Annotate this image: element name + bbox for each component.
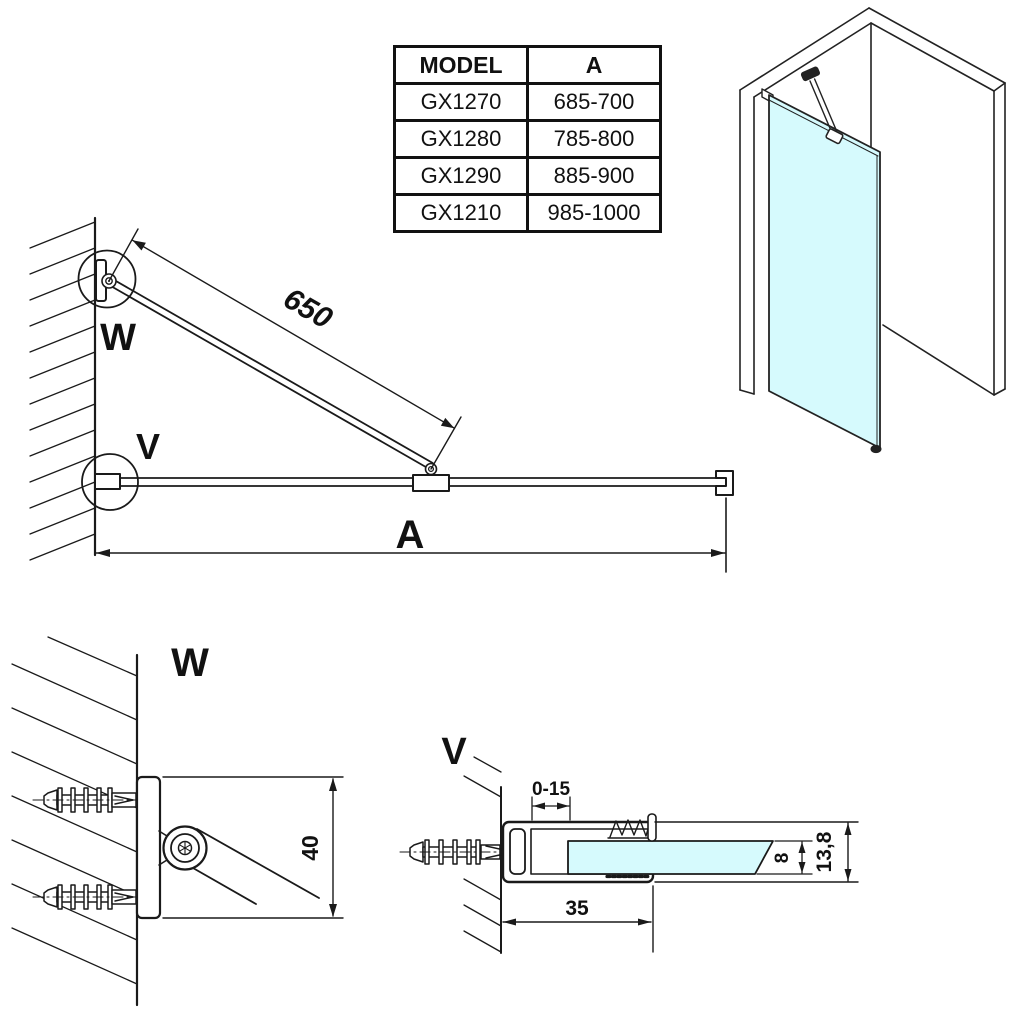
perspective-view (739, 7, 1006, 454)
dimension-40 (162, 776, 344, 919)
side-view-diagram: 650 A W V (29, 216, 734, 573)
right-wall (868, 7, 1006, 396)
glass-thickness-label: 8 (772, 853, 793, 864)
left-wall (739, 7, 872, 395)
detail-v-title: V (441, 731, 467, 773)
wall-hatching (463, 756, 502, 953)
side-view-v-label: V (136, 426, 160, 467)
panel-width-dimension-label: A (396, 513, 425, 557)
dimension-650 (108, 228, 462, 470)
table-header-model: MODEL (393, 45, 529, 85)
detail-w-title: W (171, 641, 209, 685)
profile-depth-label: 35 (565, 897, 589, 920)
profile-height-label: 13,8 (813, 831, 836, 872)
table-header-a: A (526, 45, 662, 85)
dimension-35 (502, 885, 654, 953)
glass-section (567, 840, 774, 875)
hinge-pivot (158, 825, 320, 905)
model-cell: GX1270 (393, 82, 529, 122)
anchor-screw-top (32, 787, 151, 813)
table-row: GX1280 785-800 (393, 119, 662, 159)
brace-glass-clamp (825, 128, 844, 145)
detail-balloon-w (77, 249, 137, 309)
clamp-spring-clip (607, 813, 657, 842)
range-cell: 885-900 (526, 156, 662, 196)
profile-screw-slot (509, 828, 526, 875)
adjustment-range-label: 0-15 (532, 779, 570, 800)
range-cell: 685-700 (526, 82, 662, 122)
bracket-plate (135, 775, 162, 920)
anchor-screw-bottom (32, 884, 151, 910)
model-table: MODEL A GX1270 685-700 GX1280 785-800 GX… (393, 45, 662, 233)
dimension-a (95, 497, 727, 573)
glass-floor-foot (870, 444, 882, 454)
side-view-w-label: W (100, 317, 136, 359)
brace-bar (800, 66, 844, 145)
bar-clamp (412, 474, 450, 492)
model-cell: GX1210 (393, 193, 529, 233)
bar-end-cap (715, 470, 734, 496)
anchor-screw (399, 839, 519, 865)
bar-length-dimension-label: 650 (278, 282, 338, 336)
range-cell: 985-1000 (526, 193, 662, 233)
table-row: GX1290 885-900 (393, 156, 662, 196)
adjustment-pin (647, 813, 657, 842)
detail-balloon-v (81, 453, 139, 511)
torx-screw-head (177, 840, 193, 856)
table-header-row: MODEL A (393, 45, 662, 85)
detail-w-diagram: 40 W (11, 636, 344, 1007)
dimension-0-15 (531, 796, 571, 821)
wall-hatching (29, 221, 96, 561)
dimension-13-8 (654, 821, 859, 883)
model-cell: GX1280 (393, 119, 529, 159)
detail-v-diagram: 0-15 35 8 13,8 V (399, 731, 859, 954)
bracket-height-dimension-label: 40 (297, 835, 323, 861)
dimension-8 (756, 840, 813, 875)
table-row: GX1210 985-1000 (393, 193, 662, 233)
model-cell: GX1290 (393, 156, 529, 196)
range-cell: 785-800 (526, 119, 662, 159)
wall-profile-fitting (94, 473, 121, 490)
brace-wall-bracket (800, 66, 821, 82)
table-row: GX1270 685-700 (393, 82, 662, 122)
